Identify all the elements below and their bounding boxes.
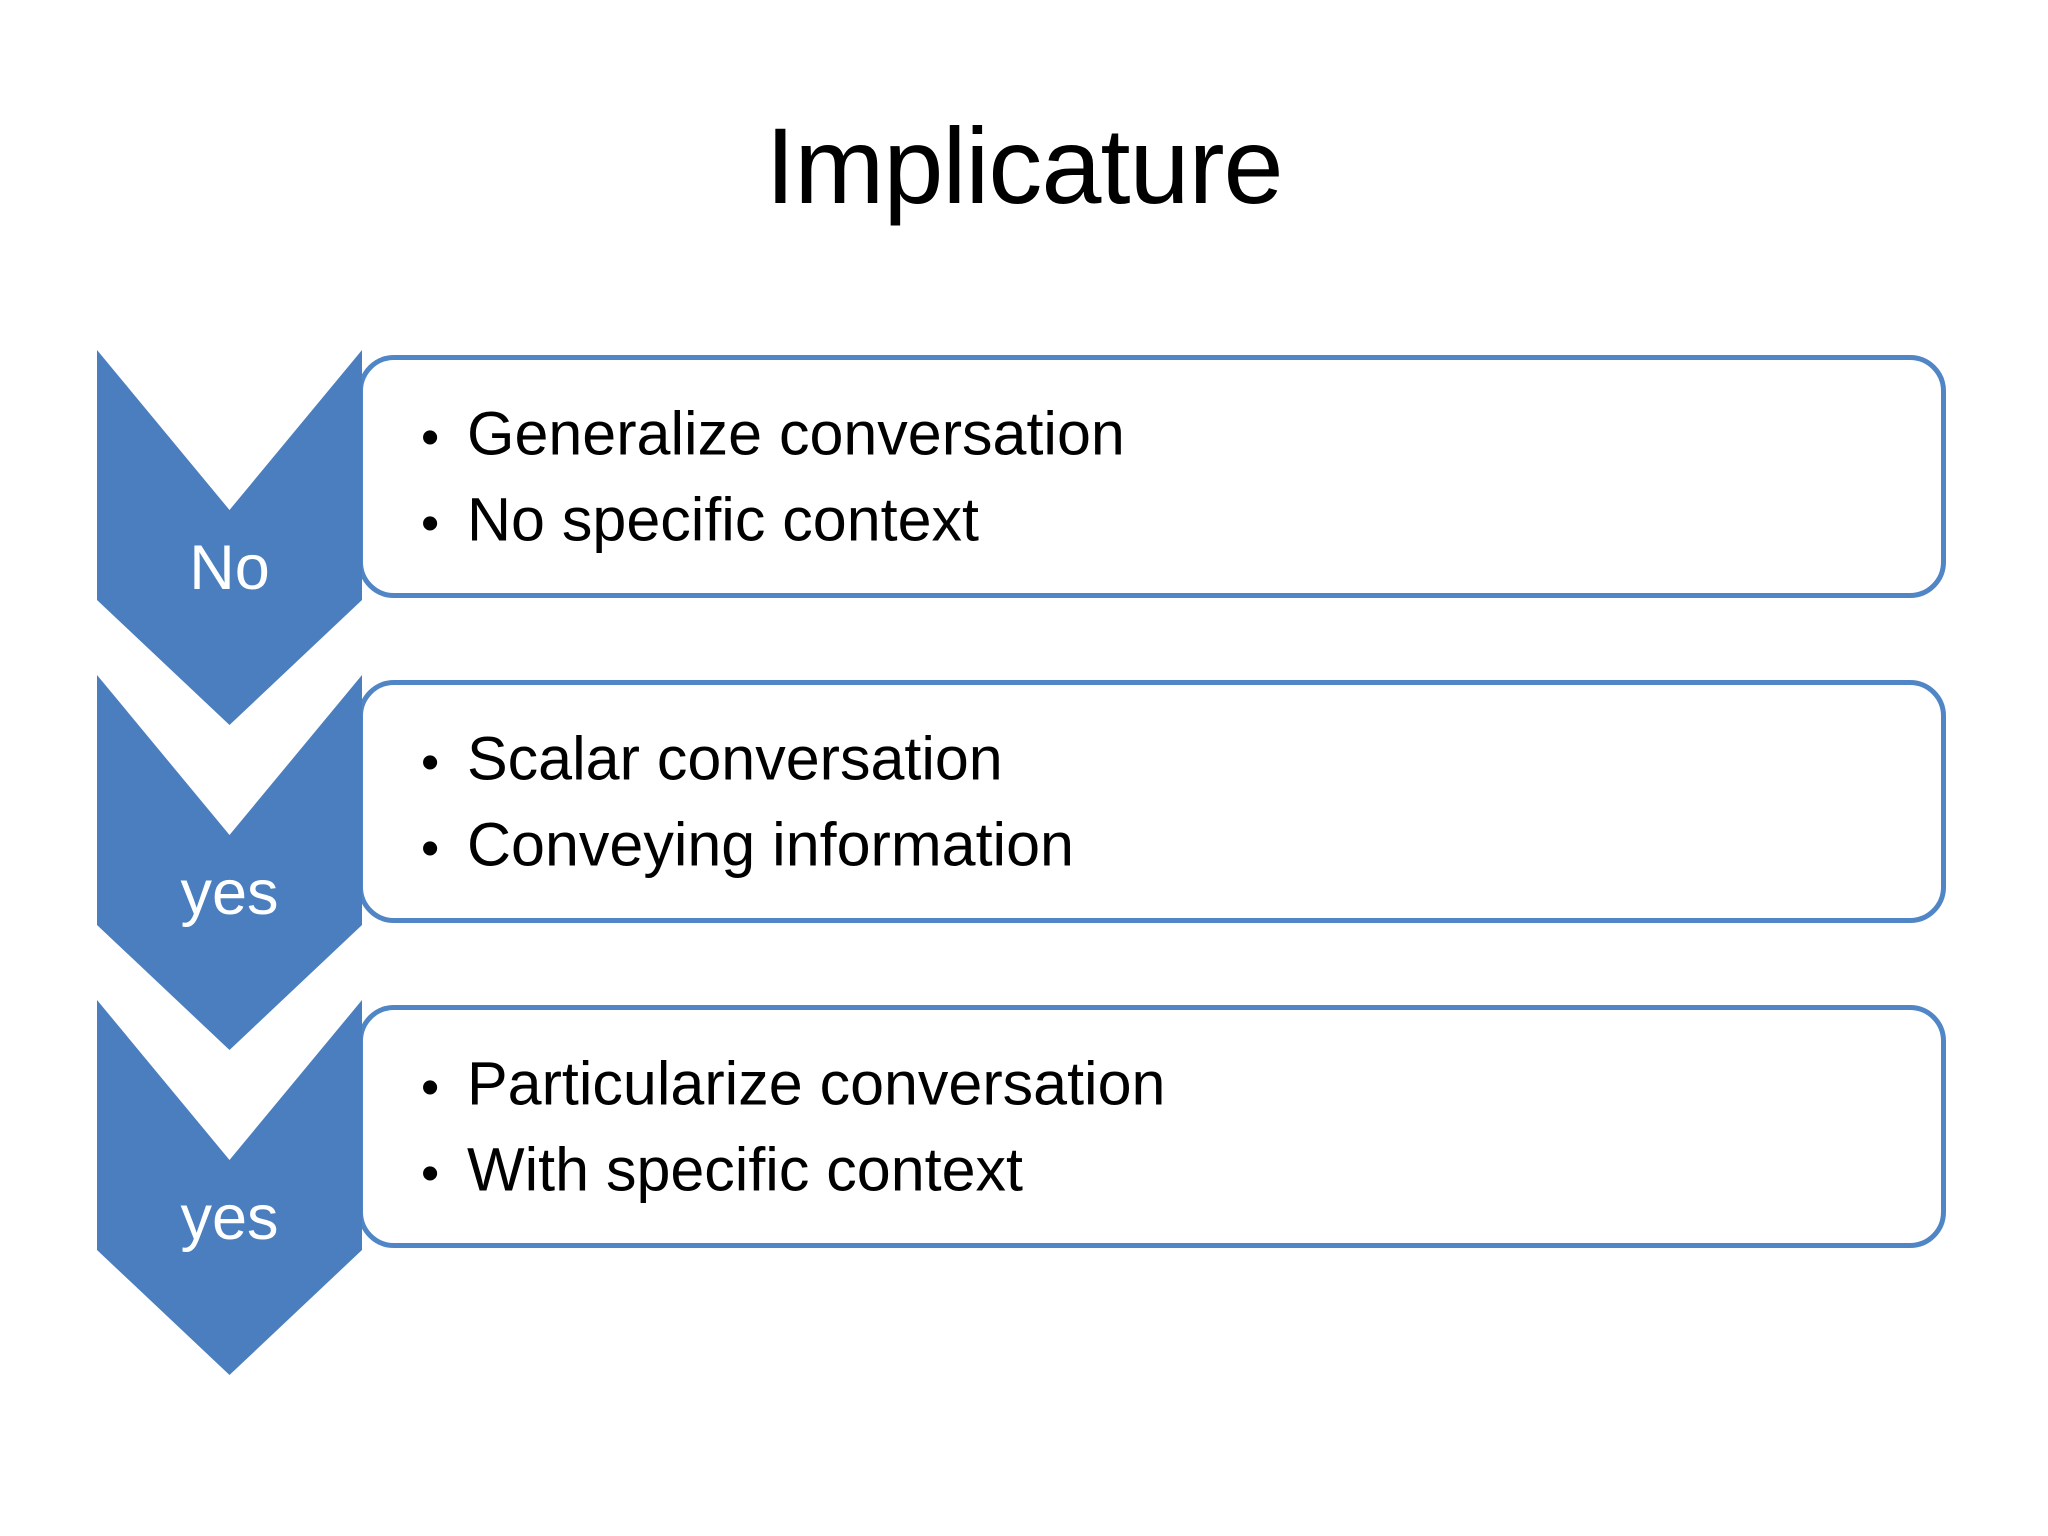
list-item-label: With specific context (467, 1135, 1023, 1204)
bullet-icon: • (421, 494, 440, 553)
list-item: • Generalize conversation (421, 390, 1901, 477)
list-item: • With specific context (421, 1127, 1901, 1214)
list-item-label: Conveying information (467, 810, 1074, 879)
bullet-icon: • (421, 819, 440, 878)
content-box-3-list: • Particularize conversation • With spec… (421, 1040, 1901, 1213)
content-box-2-list: • Scalar conversation • Conveying inform… (421, 715, 1901, 888)
content-box-3[interactable]: • Particularize conversation • With spec… (358, 1005, 1946, 1248)
content-box-1[interactable]: • Generalize conversation • No specific … (358, 355, 1946, 598)
bullet-icon: • (421, 1057, 440, 1116)
chevron-down-icon (97, 1000, 362, 1375)
list-item-label: No specific context (467, 485, 979, 554)
list-item-label: Scalar conversation (467, 723, 1003, 792)
bullet-icon: • (421, 1144, 440, 1203)
list-item-label: Particularize conversation (467, 1048, 1166, 1117)
content-box-2[interactable]: • Scalar conversation • Conveying inform… (358, 680, 1946, 923)
bullet-icon: • (421, 407, 440, 466)
list-item: • Particularize conversation (421, 1040, 1901, 1127)
chevron-shape-2[interactable]: yes (97, 675, 362, 1050)
content-box-1-list: • Generalize conversation • No specific … (421, 390, 1901, 563)
chevron-down-icon (97, 675, 362, 1050)
chevron-down-icon (97, 350, 362, 725)
chevron-shape-1[interactable]: No (97, 350, 362, 725)
list-item: • Scalar conversation (421, 715, 1901, 802)
page-title: Implicature (765, 105, 1283, 226)
list-item-label: Generalize conversation (467, 398, 1125, 467)
bullet-icon: • (421, 732, 440, 791)
list-item: • No specific context (421, 477, 1901, 564)
list-item: • Conveying information (421, 802, 1901, 889)
chevron-shape-3[interactable]: yes (97, 1000, 362, 1375)
